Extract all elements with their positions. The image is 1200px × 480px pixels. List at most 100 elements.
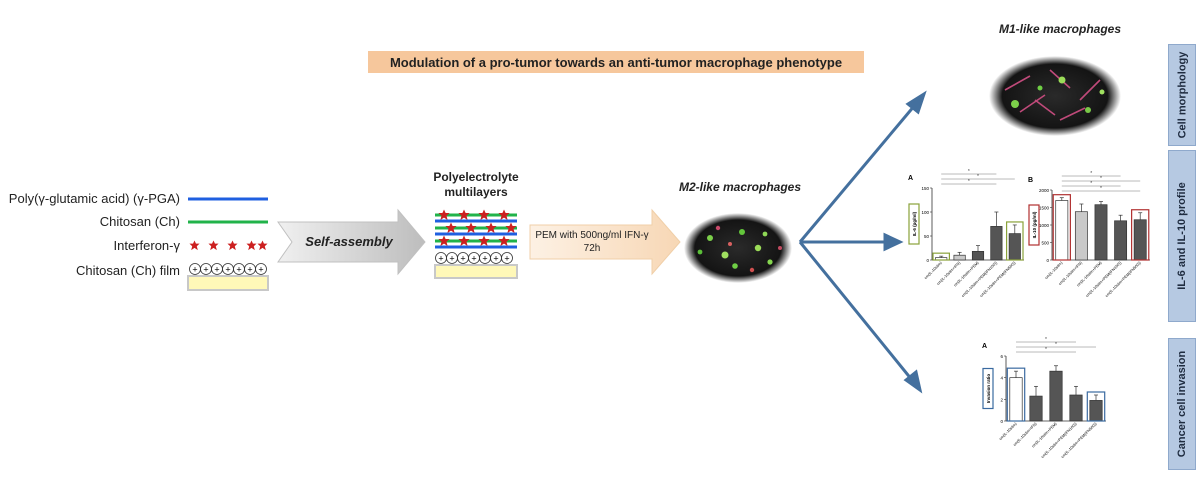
svg-text:+: + <box>438 254 443 264</box>
title-banner: Modulation of a pro-tumor towards an ant… <box>368 51 864 73</box>
bar <box>1055 200 1069 261</box>
legend-chitosan-label: Chitosan (Ch) <box>99 214 180 229</box>
panel-label: B <box>1028 177 1033 184</box>
y-tick-label: 2000 <box>1039 188 1050 193</box>
svg-text:+: + <box>449 254 454 264</box>
pem-arrow-line-2: 72h <box>583 243 601 254</box>
category-label: cm(IL-10stim+PEM(IFN100)) <box>1085 260 1123 298</box>
highlight-box <box>1005 221 1024 261</box>
svg-text:+: + <box>247 265 252 275</box>
panel-label: A <box>982 343 987 350</box>
bar <box>1049 370 1063 422</box>
significance-star: * <box>977 174 979 180</box>
category-label: cm(IL-10stim+PEM(IFN100)) <box>1040 421 1078 459</box>
outcome-arrows <box>798 90 927 394</box>
svg-text:+: + <box>460 254 465 264</box>
m1-macrophage-image <box>989 56 1121 136</box>
significance-star: * <box>1090 181 1092 187</box>
highlight-box <box>1131 209 1150 261</box>
bar <box>990 226 1003 261</box>
bar <box>1089 400 1103 422</box>
y-tick-label: 6 <box>1000 354 1003 359</box>
y-axis-label: IL-6 (pg/ml) <box>912 211 917 236</box>
bar <box>1114 220 1128 261</box>
highlight-box <box>1086 391 1106 422</box>
tab-cell-morphology: Cell morphology <box>1168 44 1196 146</box>
svg-text:+: + <box>258 265 263 275</box>
legend-pga-label: Poly(γ-glutamic acid) (γ-PGA) <box>8 191 180 206</box>
self-assembly-label: Self-assembly <box>305 234 393 249</box>
bar <box>1094 204 1108 261</box>
svg-text:+: + <box>214 265 219 275</box>
y-tick-label: 4 <box>1000 376 1003 381</box>
ylabel-box <box>1028 204 1040 246</box>
bar <box>1069 394 1083 422</box>
self-assembly-arrow <box>277 208 426 276</box>
significance-star: * <box>968 169 970 175</box>
significance-star: * <box>1055 342 1057 348</box>
bar <box>1009 377 1023 422</box>
highlight-box <box>1052 194 1071 261</box>
pem-title: Polyelectrolyte multilayers <box>418 170 534 200</box>
category-label: cm(IL-10stim+PEM(IFN100)) <box>961 260 999 298</box>
y-tick-label: 2 <box>1000 397 1003 402</box>
significance-star: * <box>1045 337 1047 343</box>
svg-text:+: + <box>482 254 487 264</box>
legend-ifn-label: Interferon-γ <box>113 238 180 253</box>
highlight-box <box>932 252 951 261</box>
bar <box>1008 233 1021 261</box>
significance-star: * <box>1100 176 1102 182</box>
tab-cancer-invasion-label: Cancer cell invasion <box>1176 350 1189 458</box>
pem-title-line-1: Polyelectrolyte <box>433 170 519 184</box>
significance-star: * <box>1045 347 1047 353</box>
y-tick-label: 150 <box>921 186 929 191</box>
bar <box>1029 395 1043 422</box>
svg-text:+: + <box>192 265 197 275</box>
category-label: cm(IL-10stim+PEM(IFN500)) <box>1060 421 1098 459</box>
panel-label: A <box>908 175 913 182</box>
tab-cell-morphology-label: Cell morphology <box>1176 51 1188 139</box>
category-label: cm(IL-10stim+PEM(IFN500)) <box>979 260 1017 298</box>
ylabel-box <box>982 367 994 410</box>
svg-text:+: + <box>493 254 498 264</box>
category-label: cm(IL-10stim+PEM(IFN500)) <box>1105 260 1143 298</box>
bar <box>1133 219 1147 261</box>
ylabel-box <box>908 203 920 245</box>
svg-text:+: + <box>236 265 241 275</box>
legend-film-label: Chitosan (Ch) film <box>75 263 180 278</box>
svg-text:+: + <box>504 254 509 264</box>
svg-text:+: + <box>225 265 230 275</box>
y-tick-label: 0 <box>1000 419 1003 424</box>
y-tick-label: 500 <box>1041 241 1049 246</box>
y-axis-label: Invasion ratio <box>986 374 991 404</box>
pem-treatment-arrow <box>529 208 681 276</box>
bar <box>953 254 966 261</box>
category-label: cm(IL-10stim) <box>1044 260 1064 280</box>
y-tick-label: 100 <box>921 210 929 215</box>
tab-cytokine-profile-label: IL-6 and IL-10 profile <box>1176 182 1189 290</box>
pem-title-line-2: multilayers <box>444 185 508 199</box>
tab-cancer-invasion: Cancer cell invasion <box>1168 338 1196 470</box>
pem-arrow-label: PEM with 500ng/ml IFN-γ 72h <box>532 229 652 255</box>
highlight-box <box>1006 367 1026 422</box>
m1-title: M1-like macrophages <box>998 22 1122 36</box>
y-tick-label: 0 <box>1046 258 1049 263</box>
bar <box>1074 211 1088 261</box>
y-axis-label: IL-10 (pg/ml) <box>1032 211 1037 238</box>
y-tick-label: 50 <box>924 234 930 239</box>
bar <box>971 251 985 261</box>
significance-star: * <box>1100 186 1102 192</box>
significance-star: * <box>968 179 970 185</box>
m2-macrophage-image <box>684 213 792 283</box>
category-label: cm(IL-10stim) <box>924 260 944 280</box>
pem-stack-icon: + + + + + + + <box>434 209 518 279</box>
tab-cytokine-profile: IL-6 and IL-10 profile <box>1168 150 1196 322</box>
category-label: cm(IL-10stim) <box>998 421 1018 441</box>
svg-text:+: + <box>471 254 476 264</box>
y-tick-label: 1000 <box>1039 223 1050 228</box>
ifn-stars-icon <box>189 240 268 251</box>
